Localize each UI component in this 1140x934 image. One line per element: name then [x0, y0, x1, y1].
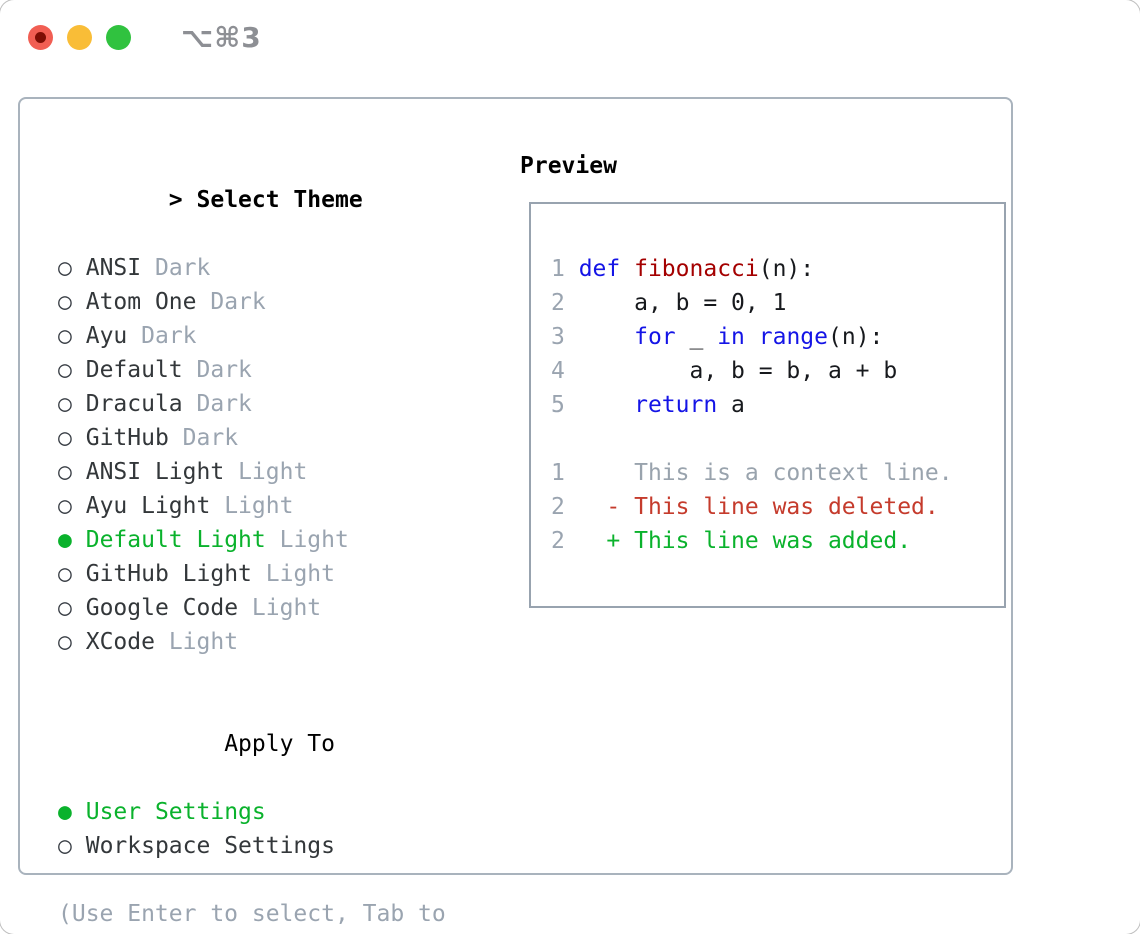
theme-option-ansi-light[interactable]: ○ ANSI Light Light: [58, 459, 308, 485]
theme-option-default-light[interactable]: ● Default Light Light: [58, 527, 349, 553]
theme-option-default[interactable]: ○ Default Dark: [58, 357, 252, 383]
help-text: (Use Enter to select, Tab to change focu…: [58, 901, 446, 927]
code-line: 4 a, b = b, a + b: [551, 358, 898, 384]
code-line: 3 for _ in range(n):: [551, 324, 884, 350]
code-line: 1 def fibonacci(n):: [551, 256, 815, 282]
code-line: 2 a, b = 0, 1: [551, 290, 787, 316]
apply-to-header: Apply To: [40, 693, 510, 795]
apply-option-workspace-settings[interactable]: ○ Workspace Settings: [58, 833, 335, 859]
preview-code: 1 def fibonacci(n): 2 a, b = 0, 1 3 for _ …: [529, 202, 1006, 608]
window-shortcut-label: ⌥⌘3: [181, 21, 262, 54]
apply-option-user-settings[interactable]: ● User Settings: [58, 799, 266, 825]
theme-selector-panel: > Select Theme ○ ANSI Dark ○ Atom One Dar…: [18, 97, 1013, 927]
apply-to-title: Apply To: [224, 731, 335, 757]
theme-option-dracula[interactable]: ○ Dracula Dark: [58, 391, 252, 417]
close-button[interactable]: [28, 25, 53, 50]
minimize-button[interactable]: [67, 25, 92, 50]
titlebar: ⌥⌘3: [0, 0, 1140, 75]
theme-list-items: ○ ANSI Dark ○ Atom One Dark ○ Ayu Dark ○ De…: [40, 251, 510, 659]
code-line: 2 - This line was deleted.: [551, 494, 939, 520]
theme-option-atom-one[interactable]: ○ Atom One Dark: [58, 289, 266, 315]
select-theme-title: Select Theme: [196, 187, 363, 213]
zoom-button[interactable]: [106, 25, 131, 50]
theme-option-ayu-light[interactable]: ○ Ayu Light Light: [58, 493, 294, 519]
theme-option-github-light[interactable]: ○ GitHub Light Light: [58, 561, 335, 587]
marker-spacer: [196, 731, 210, 757]
theme-option-github[interactable]: ○ GitHub Dark: [58, 425, 239, 451]
theme-list-column: > Select Theme ○ ANSI Dark ○ Atom One Dar…: [40, 149, 510, 927]
focus-caret-icon: >: [168, 187, 183, 213]
preview-column: Preview 1 def fibonacci(n): 2 a, b = 0, 1…: [510, 149, 1006, 873]
select-theme-header: > Select Theme: [40, 149, 510, 251]
theme-option-google-code[interactable]: ○ Google Code Light: [58, 595, 322, 621]
code-line: 1 This is a context line.: [551, 460, 953, 486]
close-modified-dot-icon: [35, 32, 46, 43]
code-line: 5 return a: [551, 392, 745, 418]
theme-option-xcode[interactable]: ○ XCode Light: [58, 629, 239, 655]
blank-line: [551, 422, 1004, 456]
code-line: 2 + This line was added.: [551, 528, 912, 554]
apply-to-section: Apply To ● User Settings ○ Workspace Sett…: [40, 693, 510, 863]
apply-to-options: ● User Settings ○ Workspace Settings: [40, 795, 510, 863]
preview-title: Preview: [520, 153, 617, 179]
theme-option-ayu[interactable]: ○ Ayu Dark: [58, 323, 197, 349]
theme-option-ansi[interactable]: ○ ANSI Dark: [58, 255, 211, 281]
